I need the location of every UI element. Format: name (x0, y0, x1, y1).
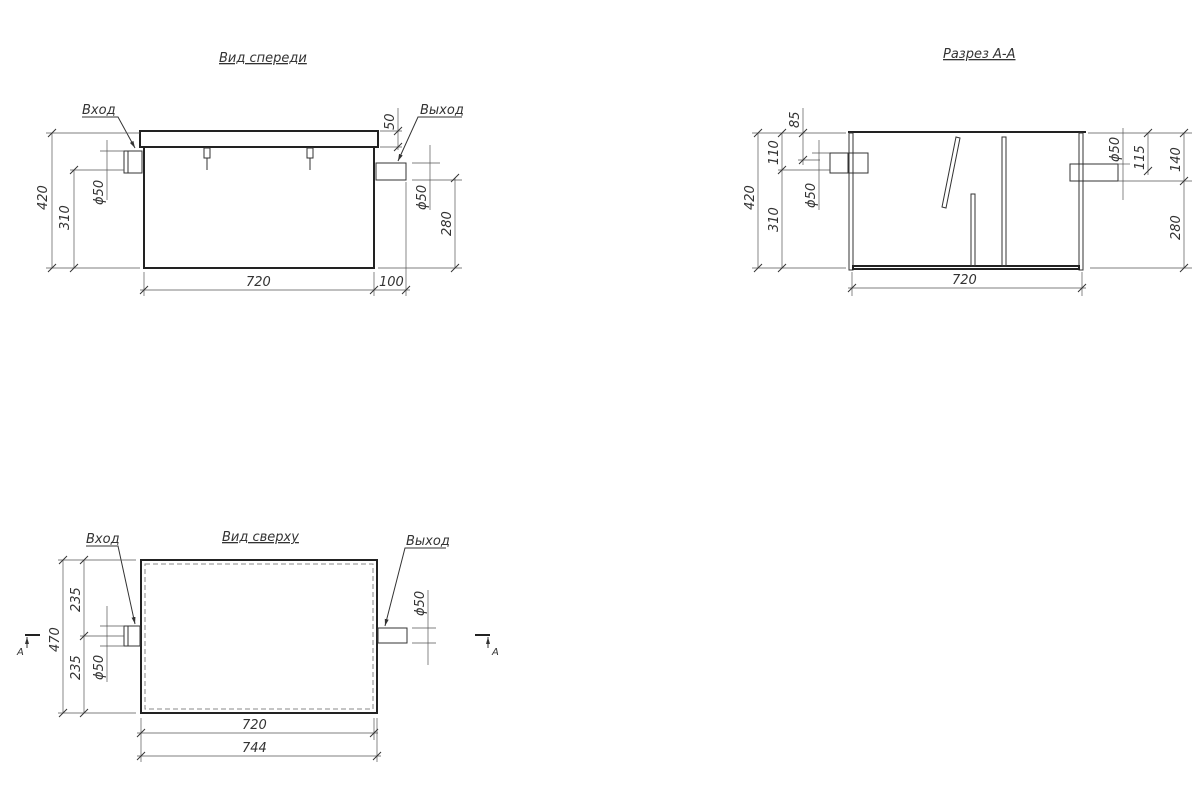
dim-115: 115 (1133, 145, 1148, 170)
tank-outline (140, 559, 378, 714)
partition (1001, 136, 1007, 267)
outlet-pipe (377, 627, 408, 644)
section-view: Разрез А-А 420 310 110 85 ϕ50 720 ϕ50 11… (743, 47, 1192, 296)
tank-body (143, 146, 375, 269)
dim-280: 280 (440, 211, 455, 236)
dim-140: 140 (1169, 147, 1184, 172)
outlet-pipe (1069, 163, 1119, 182)
dim-85: 85 (788, 111, 803, 128)
dim-50: 50 (383, 113, 398, 130)
inner-wall (144, 563, 374, 710)
dim-744: 744 (242, 741, 267, 756)
inlet-label: Вход (82, 103, 116, 118)
lid (139, 130, 379, 148)
dim-outlet-diameter: ϕ50 (415, 185, 430, 210)
dim-100: 100 (379, 275, 404, 290)
inlet-pipe (123, 150, 143, 174)
latch (306, 147, 314, 170)
svg-text:А: А (16, 647, 24, 658)
svg-text:А: А (491, 647, 499, 658)
dim-720: 720 (952, 273, 977, 288)
dim-310: 310 (767, 207, 782, 232)
dim-720: 720 (242, 718, 267, 733)
inlet-pipe (123, 625, 141, 647)
dim-420: 420 (36, 185, 51, 210)
outlet-label: Выход (420, 103, 464, 118)
tank-bottom (852, 265, 1080, 270)
dim-235-bottom: 235 (69, 655, 84, 680)
low-baffle (970, 193, 976, 267)
inlet-label: Вход (86, 532, 120, 547)
dim-inlet-diameter: ϕ50 (92, 655, 107, 680)
dim-inlet-diameter: ϕ50 (92, 180, 107, 205)
section-mark-right: А (475, 634, 499, 658)
outlet-label: Выход (406, 534, 450, 549)
top-view-title: Вид сверху (222, 530, 299, 545)
dim-110: 110 (767, 140, 782, 165)
section-view-title: Разрез А-А (943, 47, 1016, 62)
dim-420: 420 (743, 185, 758, 210)
dim-235-top: 235 (69, 587, 84, 612)
top-view: Вид сверху Вход Выход 470 235 235 ϕ50 ϕ5… (16, 530, 499, 762)
inlet-pipe (829, 152, 869, 174)
dim-470: 470 (48, 627, 63, 652)
dim-720: 720 (246, 275, 271, 290)
dim-inlet-diameter: ϕ50 (804, 183, 819, 208)
latch (203, 147, 211, 170)
dim-310: 310 (58, 205, 73, 230)
front-view-title: Вид спереди (219, 51, 307, 66)
dim-outlet-diameter: ϕ50 (413, 591, 428, 616)
dim-280: 280 (1169, 215, 1184, 240)
inclined-baffle (941, 136, 961, 209)
dim-outlet-diameter: ϕ50 (1108, 137, 1123, 162)
section-mark-left: А (16, 634, 40, 658)
outlet-pipe (375, 162, 407, 181)
front-view: Вид спереди Вход Выход 420 310 ϕ50 720 1… (36, 51, 464, 296)
